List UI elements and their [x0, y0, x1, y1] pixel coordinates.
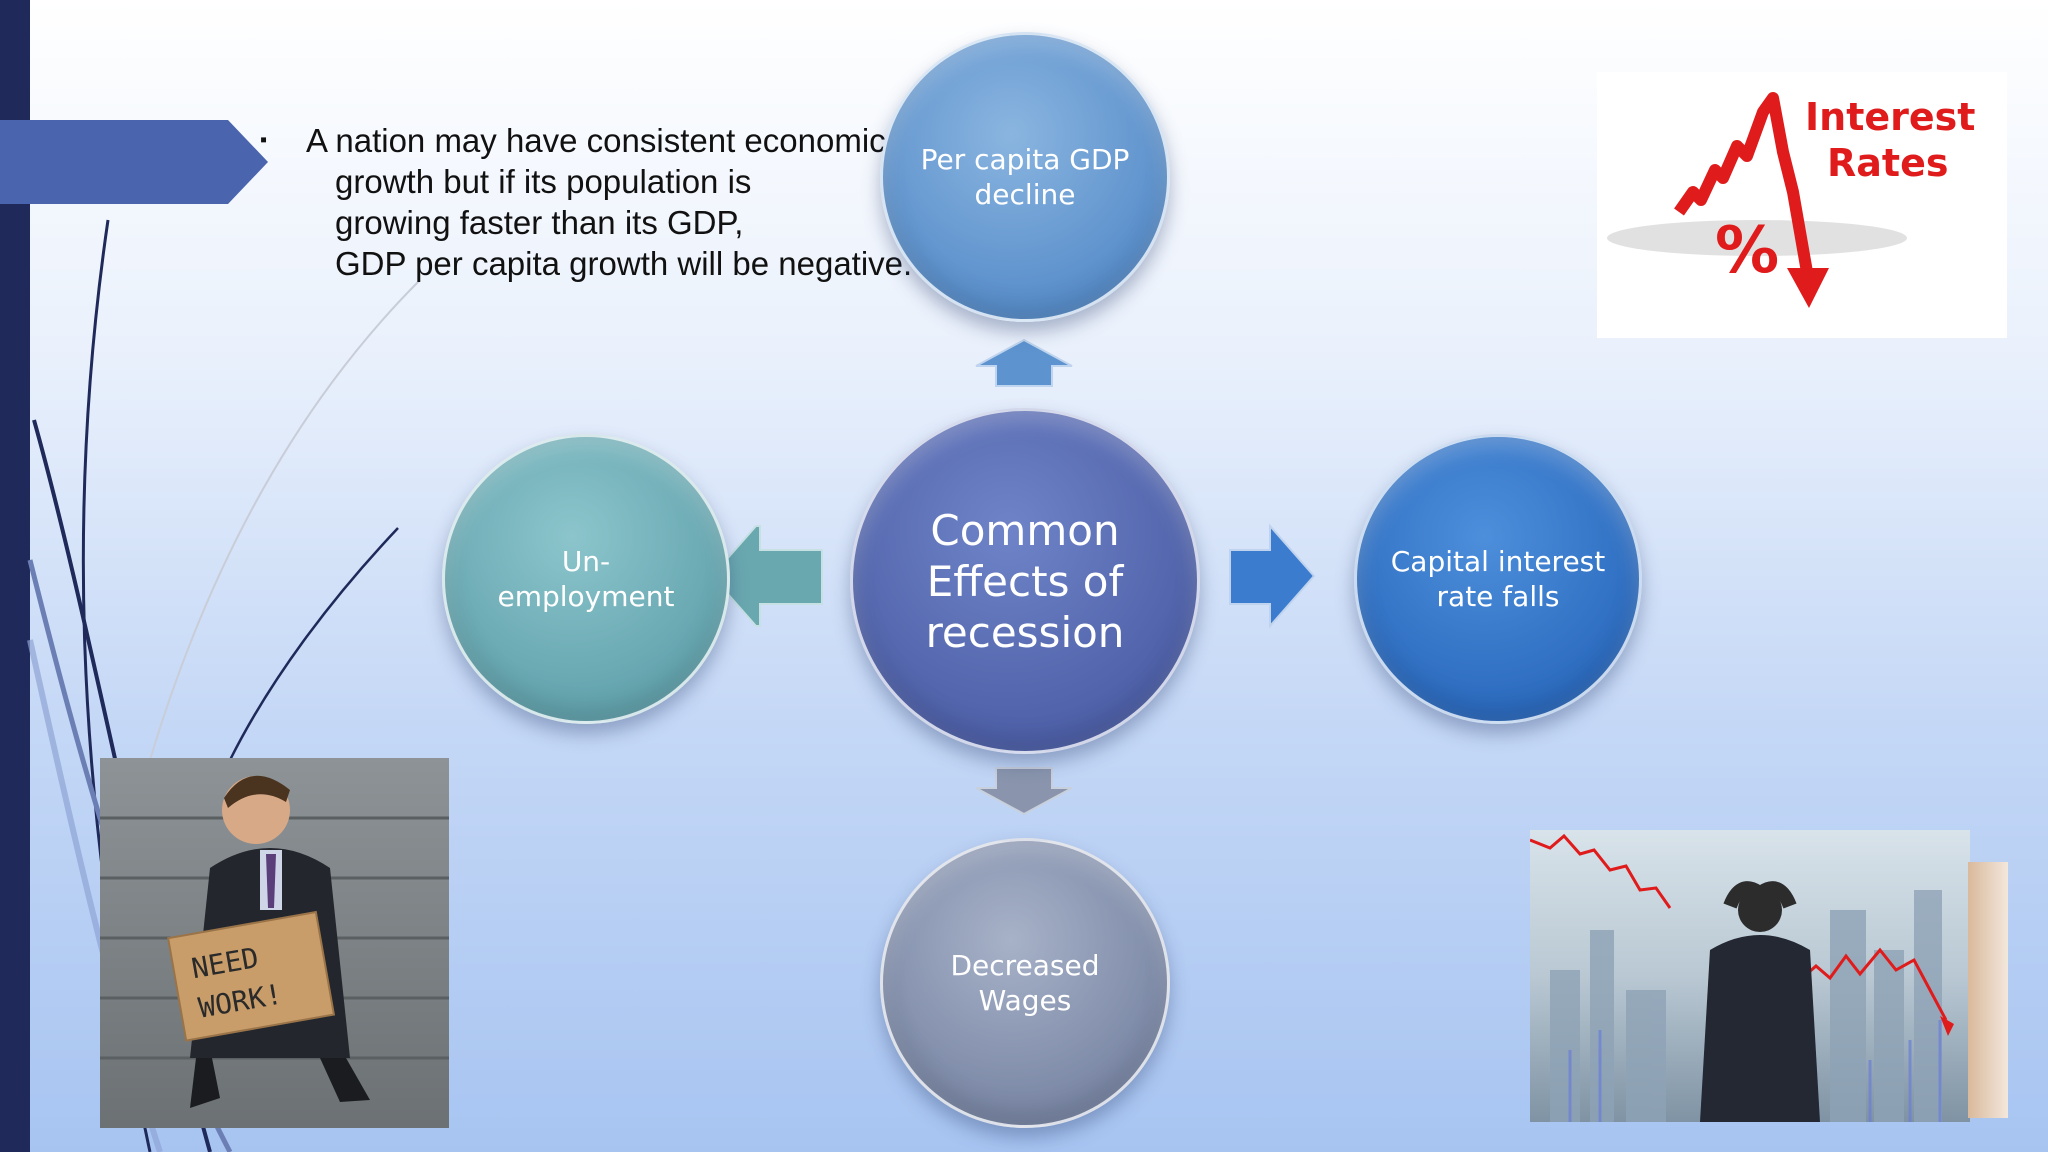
node-label: Decreased Wages — [950, 949, 1100, 1017]
arrow-up — [975, 338, 1073, 387]
rates-label: Rates — [1827, 141, 1948, 185]
swoosh-line — [149, 279, 421, 761]
arrow-left — [710, 525, 823, 627]
bullet-marker: ▪ — [260, 129, 268, 151]
partial-hand-photo — [1968, 862, 2008, 1118]
rising-falling-arrow-line — [1674, 92, 1813, 274]
arrow-down — [975, 767, 1073, 816]
node-label: Common Effects of recession — [925, 505, 1125, 657]
interest-rates-image: Interest Rates % — [1597, 72, 2007, 338]
unemployed-worker-photo: NEED WORK! — [100, 758, 449, 1128]
arrow-head — [1787, 268, 1829, 308]
node-label: Per capita GDP decline — [920, 143, 1130, 211]
arrow-right — [1229, 523, 1316, 629]
bullet-line: growth but if its population is — [335, 163, 752, 200]
interest-label: Interest — [1805, 95, 1975, 139]
crash-illustration — [1530, 833, 1954, 1122]
node-label: Capital interest rate falls — [1390, 545, 1606, 613]
bullet-line: growing faster than its GDP, — [335, 204, 744, 241]
falling-chart-line — [1799, 947, 1948, 1021]
node-interest-rate: Capital interest rate falls — [1354, 434, 1642, 724]
node-per-capita-gdp: Per capita GDP decline — [880, 32, 1170, 322]
node-label: Un-employment — [497, 545, 675, 613]
worker-illustration: NEED WORK! — [100, 775, 449, 1108]
percent-symbol: % — [1715, 214, 1779, 288]
bullet-text-block: ▪ A nation may have consistent economic … — [260, 120, 960, 284]
accent-tab-arrow — [0, 120, 268, 204]
node-center-recession: Common Effects of recession — [850, 408, 1200, 754]
node-unemployment: Un-employment — [442, 434, 730, 724]
swoosh-line — [228, 527, 399, 761]
bullet-line: A nation may have consistent economic — [306, 122, 886, 159]
market-crash-photo — [1530, 830, 1970, 1122]
bullet-line: GDP per capita growth will be negative. — [335, 245, 913, 282]
node-decreased-wages: Decreased Wages — [880, 838, 1170, 1128]
interest-rates-graphic: Interest Rates % — [1607, 92, 1975, 308]
falling-chart-line — [1530, 833, 1672, 909]
